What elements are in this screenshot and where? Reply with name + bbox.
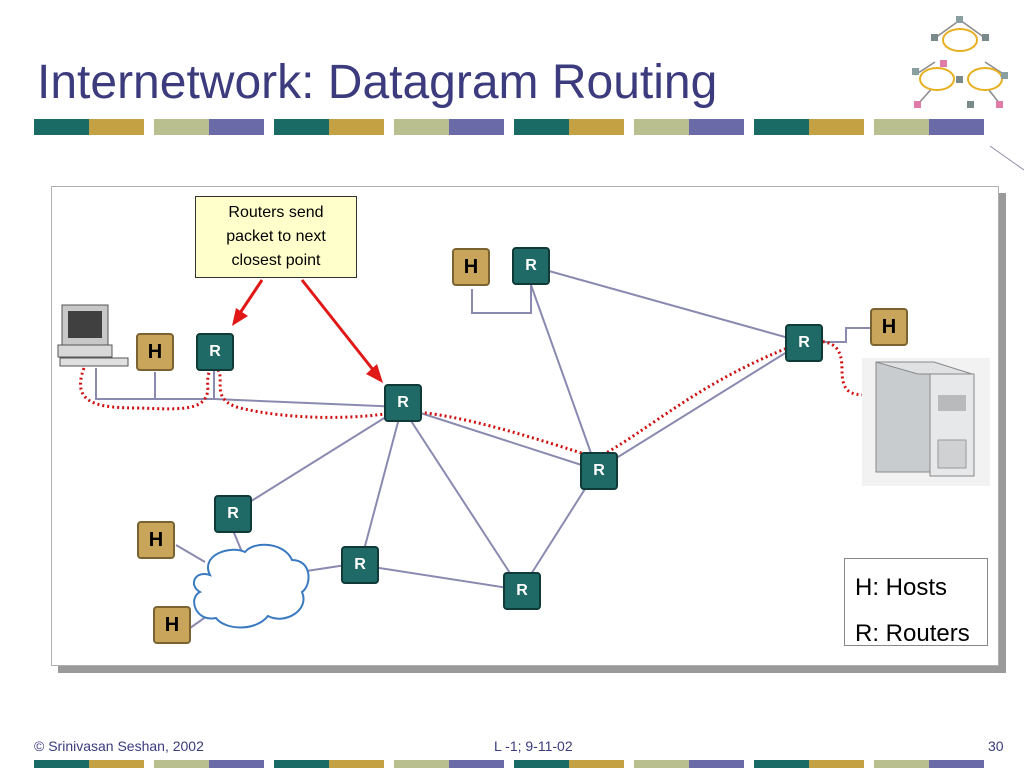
network-logo-icon xyxy=(912,16,1008,108)
host-node: H xyxy=(870,308,908,346)
router-node: R xyxy=(196,333,234,371)
callout-line-3: closest point xyxy=(231,252,321,269)
router-node: R xyxy=(785,324,823,362)
router-node: R xyxy=(580,452,618,490)
bottom-decorative-bar xyxy=(34,760,984,768)
legend-routers: R: Routers xyxy=(855,620,970,647)
footer-page-number: 30 xyxy=(988,738,1004,754)
network-links xyxy=(95,265,870,629)
legend-box: H: Hosts R: Routers xyxy=(844,558,988,647)
footer-copyright: © Srinivasan Seshan, 2002 xyxy=(34,738,204,754)
server-tower-icon xyxy=(862,358,990,486)
callout-arrows xyxy=(232,279,383,383)
callout-line-2: packet to next xyxy=(226,228,326,245)
slide-title: Internetwork: Datagram Routing xyxy=(37,56,718,109)
legend-hosts: H: Hosts xyxy=(855,574,948,601)
router-node: R xyxy=(214,495,252,533)
routing-callout: Routers send packet to next closest poin… xyxy=(195,196,357,278)
router-node: R xyxy=(512,247,550,285)
host-node: H xyxy=(136,333,174,371)
host-node: H xyxy=(452,248,490,286)
router-node: R xyxy=(341,546,379,584)
network-cloud xyxy=(192,543,310,629)
footer-lecture: L -1; 9-11-02 xyxy=(494,738,573,754)
host-node: H xyxy=(137,521,175,559)
title-underline-bar xyxy=(34,119,984,135)
desktop-computer-icon xyxy=(57,304,129,367)
router-node: R xyxy=(503,572,541,610)
router-node: R xyxy=(384,384,422,422)
host-node: H xyxy=(153,606,191,644)
callout-line-1: Routers send xyxy=(228,204,324,221)
